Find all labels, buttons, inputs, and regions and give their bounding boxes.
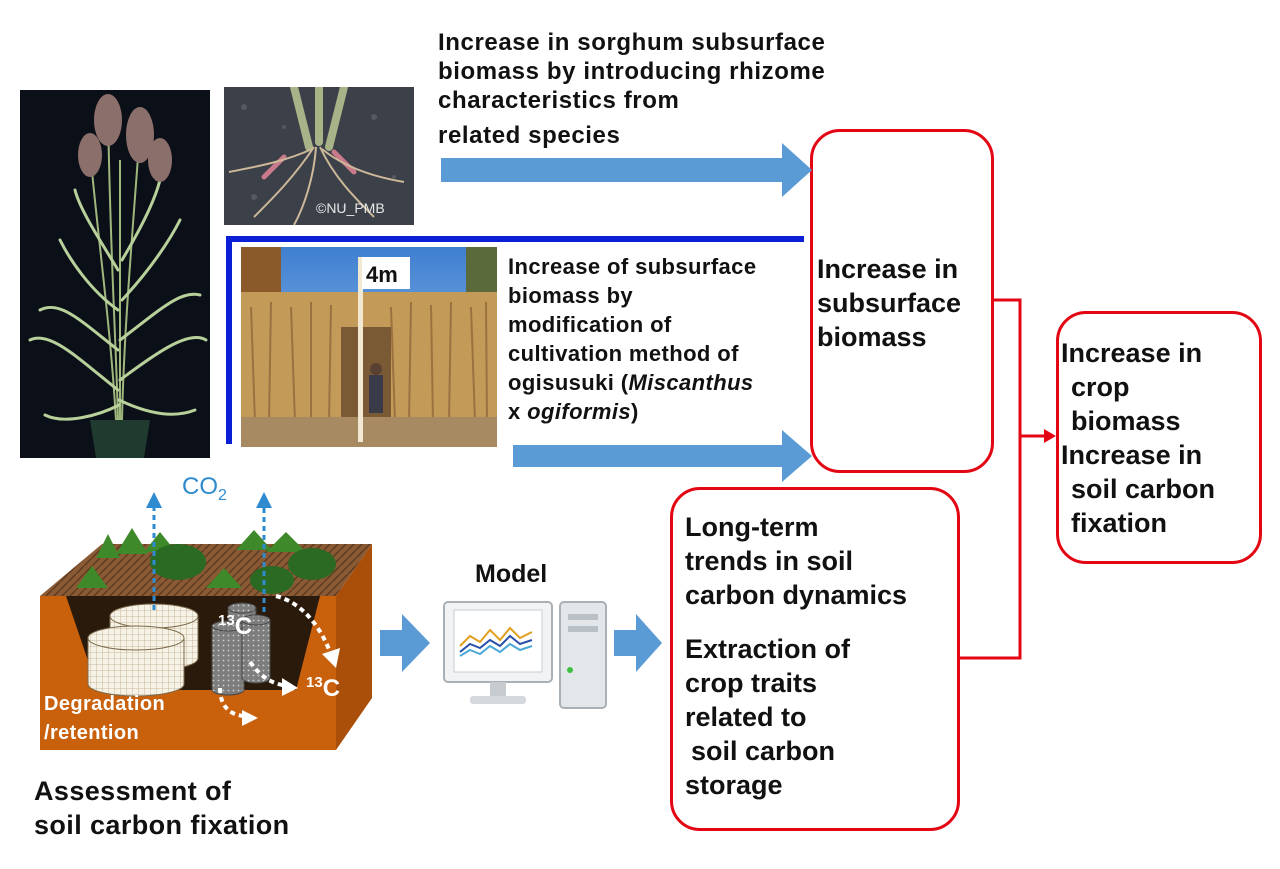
degradation-label: Degradation /retention xyxy=(44,693,166,744)
model-output-box: Long-term trends in soil carbon dynamics… xyxy=(670,487,960,831)
soil-block-diagram: CO2 13C 13C Degradation /retention xyxy=(36,473,376,752)
computer-icon xyxy=(440,596,610,714)
arrow-soil-to-model xyxy=(380,614,430,672)
red-arrowhead xyxy=(1044,429,1056,443)
model-label: Model xyxy=(475,560,548,588)
miscanthus-cultivation-description: Increase of subsurface biomass by modifi… xyxy=(508,254,757,424)
sorghum-plant-photo xyxy=(20,90,210,458)
sorghum-rhizome-description: Increase in sorghum subsurface biomass b… xyxy=(438,29,826,149)
arrow-to-subsurface-bottom xyxy=(513,430,812,482)
rhizome-photo: ©NU_PMB xyxy=(224,87,414,225)
isotope-label-1: 13C xyxy=(218,612,253,640)
red-connector-lines xyxy=(960,298,1046,660)
final-outcome-box: Increase in crop biomass Increase in soi… xyxy=(1056,311,1262,564)
blue-bracket xyxy=(226,236,806,446)
arrow-model-to-box xyxy=(614,614,662,672)
miscanthus-field-photo: 4m xyxy=(241,247,497,447)
height-marker-label: 4m xyxy=(366,262,398,287)
isotope-label-2: 13C xyxy=(306,674,341,702)
subsurface-biomass-box: Increase in subsurface biomass xyxy=(810,129,994,473)
arrow-to-subsurface-top xyxy=(441,143,812,197)
assessment-label: Assessment of soil carbon fixation xyxy=(34,776,290,840)
co2-label: CO2 xyxy=(182,473,227,504)
copyright-label: ©NU_PMB xyxy=(316,200,385,216)
